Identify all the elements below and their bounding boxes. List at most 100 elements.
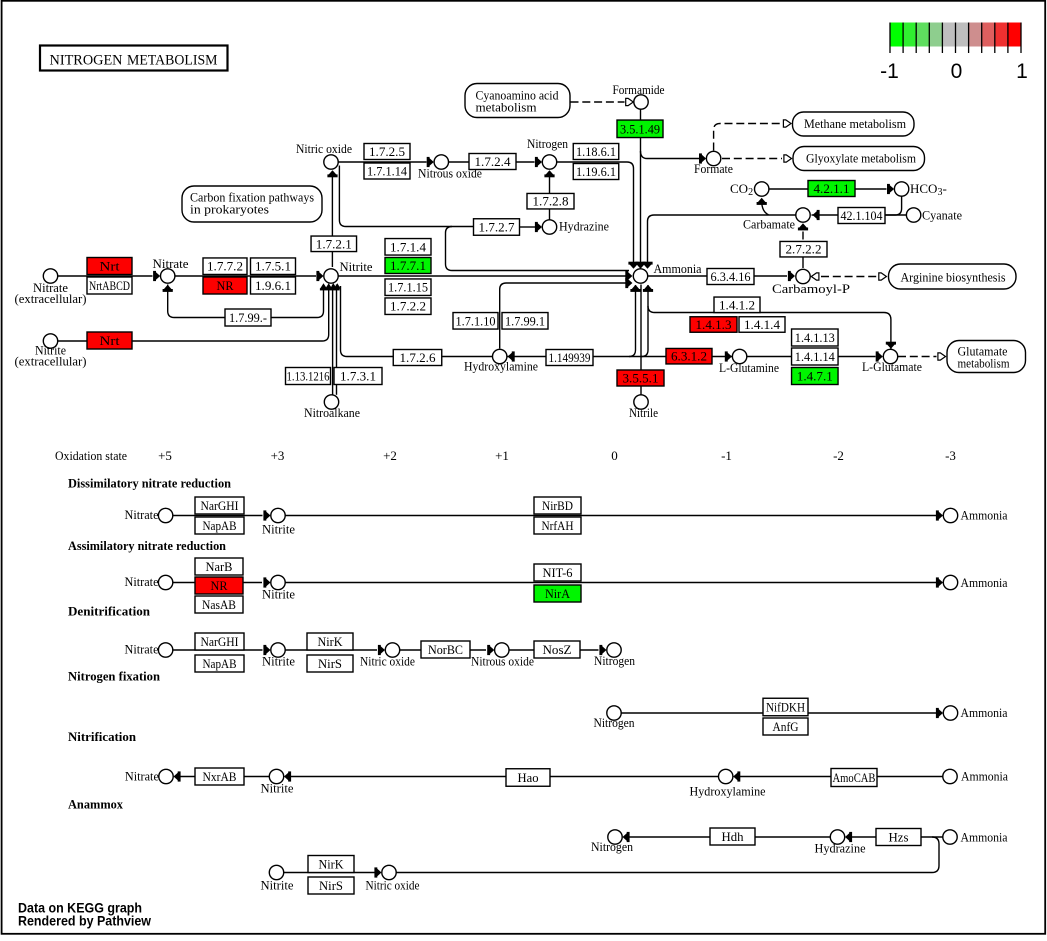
svg-text:Nitroalkane: Nitroalkane bbox=[304, 405, 360, 420]
svg-text:Nitric oxide: Nitric oxide bbox=[360, 654, 415, 669]
svg-text:NirBD: NirBD bbox=[542, 498, 573, 513]
svg-text:1.7.1.10: 1.7.1.10 bbox=[456, 313, 496, 328]
svg-text:Ammonia: Ammonia bbox=[961, 575, 1008, 590]
svg-text:NosZ: NosZ bbox=[543, 642, 572, 657]
svg-text:NapAB: NapAB bbox=[203, 518, 237, 533]
svg-text:1.4.1.2: 1.4.1.2 bbox=[719, 297, 755, 312]
svg-text:Nitrate: Nitrate bbox=[125, 769, 159, 784]
svg-text:NirS: NirS bbox=[318, 656, 342, 671]
svg-text:Methane metabolism: Methane metabolism bbox=[804, 116, 906, 131]
svg-text:6.3.1.2: 6.3.1.2 bbox=[671, 349, 707, 364]
svg-text:1.7.1.15: 1.7.1.15 bbox=[388, 280, 428, 295]
svg-text:0: 0 bbox=[611, 448, 618, 463]
svg-text:-1: -1 bbox=[721, 448, 732, 463]
svg-text:NR: NR bbox=[217, 278, 234, 293]
svg-text:-2: -2 bbox=[833, 448, 844, 463]
svg-text:NarGHI: NarGHI bbox=[201, 498, 239, 513]
svg-text:1.7.2.1: 1.7.2.1 bbox=[316, 236, 352, 251]
svg-text:1.7.2.4: 1.7.2.4 bbox=[475, 154, 512, 169]
svg-text:Hydroxylamine: Hydroxylamine bbox=[690, 784, 766, 799]
svg-text:1.4.1.3: 1.4.1.3 bbox=[696, 317, 732, 332]
svg-text:Ammonia: Ammonia bbox=[961, 705, 1008, 720]
svg-text:Nitrous oxide: Nitrous oxide bbox=[418, 166, 482, 181]
svg-text:1.4.1.13: 1.4.1.13 bbox=[795, 330, 835, 345]
svg-text:1.19.6.1: 1.19.6.1 bbox=[576, 164, 616, 179]
svg-text:1.4.7.1: 1.4.7.1 bbox=[797, 369, 833, 384]
svg-text:Hao: Hao bbox=[518, 770, 539, 785]
svg-text:1.7.2.8: 1.7.2.8 bbox=[533, 194, 569, 209]
svg-text:NxrAB: NxrAB bbox=[203, 769, 237, 784]
svg-text:Hzs: Hzs bbox=[889, 830, 909, 845]
svg-text:Formate: Formate bbox=[694, 161, 733, 176]
svg-text:1.4.1.14: 1.4.1.14 bbox=[795, 349, 835, 364]
svg-text:1.7.99.-: 1.7.99.- bbox=[229, 310, 267, 325]
svg-text:1.18.6.1: 1.18.6.1 bbox=[576, 144, 616, 159]
svg-text:Nitric oxide: Nitric oxide bbox=[296, 141, 352, 156]
svg-text:Nitrite: Nitrite bbox=[261, 781, 294, 796]
svg-text:3.5.5.1: 3.5.5.1 bbox=[623, 371, 659, 386]
svg-text:METABOLISM: METABOLISM bbox=[127, 53, 218, 69]
svg-text:Assimilatory nitrate reduction: Assimilatory nitrate reduction bbox=[68, 538, 227, 553]
svg-text:Nitrate: Nitrate bbox=[125, 507, 159, 522]
svg-text:Nitrogen: Nitrogen bbox=[594, 653, 635, 668]
svg-text:(extracellular): (extracellular) bbox=[15, 354, 87, 369]
svg-text:Nitrous oxide: Nitrous oxide bbox=[471, 654, 534, 669]
svg-text:Ammonia: Ammonia bbox=[961, 830, 1008, 845]
svg-text:CO2: CO2 bbox=[730, 181, 753, 198]
svg-text:Cyanoamino acid: Cyanoamino acid bbox=[476, 88, 559, 103]
svg-text:1.7.2.5: 1.7.2.5 bbox=[369, 144, 405, 159]
svg-text:1.7.1.14: 1.7.1.14 bbox=[367, 164, 407, 179]
svg-text:Nitric oxide: Nitric oxide bbox=[366, 878, 420, 893]
svg-text:Nitrite: Nitrite bbox=[340, 259, 373, 274]
svg-text:6.3.4.16: 6.3.4.16 bbox=[711, 269, 751, 284]
svg-text:AmoCAB: AmoCAB bbox=[833, 770, 876, 785]
svg-text:Nrt: Nrt bbox=[100, 259, 120, 274]
svg-text:Glyoxylate metabolism: Glyoxylate metabolism bbox=[806, 151, 916, 166]
svg-text:Anammox: Anammox bbox=[68, 797, 123, 812]
svg-text:NarB: NarB bbox=[206, 559, 233, 574]
svg-text:Carbamoyl-P: Carbamoyl-P bbox=[772, 281, 850, 296]
svg-text:Ammonia: Ammonia bbox=[961, 769, 1008, 784]
svg-text:NrtABCD: NrtABCD bbox=[89, 278, 130, 293]
svg-text:Nitrate: Nitrate bbox=[153, 256, 189, 271]
svg-text:(extracellular): (extracellular) bbox=[15, 291, 87, 306]
svg-text:Dissimilatory nitrate reductio: Dissimilatory nitrate reduction bbox=[68, 476, 232, 491]
svg-text:Hdh: Hdh bbox=[722, 829, 744, 844]
svg-text:Nitrite: Nitrite bbox=[262, 522, 295, 537]
svg-text:Hydrazine: Hydrazine bbox=[559, 219, 609, 234]
svg-text:1.7.7.2: 1.7.7.2 bbox=[207, 259, 243, 274]
svg-text:+5: +5 bbox=[158, 448, 172, 463]
svg-text:AnfG: AnfG bbox=[773, 719, 799, 734]
svg-text:1.7.1.4: 1.7.1.4 bbox=[390, 239, 427, 254]
svg-text:NirK: NirK bbox=[319, 857, 345, 872]
svg-text:NirA: NirA bbox=[545, 586, 571, 601]
svg-text:Nitrogen: Nitrogen bbox=[591, 839, 633, 854]
svg-text:Nitrate: Nitrate bbox=[33, 280, 68, 295]
svg-text:in prokaryotes: in prokaryotes bbox=[190, 202, 269, 217]
svg-text:Nitrite: Nitrite bbox=[261, 878, 294, 893]
svg-text:Formamide: Formamide bbox=[613, 82, 665, 97]
svg-text:-1: -1 bbox=[880, 60, 899, 83]
svg-text:1.7.2.7: 1.7.2.7 bbox=[479, 220, 516, 235]
svg-text:metabolism: metabolism bbox=[958, 356, 1010, 371]
svg-text:1.7.2.2: 1.7.2.2 bbox=[390, 299, 426, 314]
svg-text:+2: +2 bbox=[383, 448, 397, 463]
svg-text:Cyanate: Cyanate bbox=[922, 208, 962, 223]
svg-text:-3: -3 bbox=[945, 448, 956, 463]
svg-text:+3: +3 bbox=[271, 448, 285, 463]
svg-text:1.4.1.4: 1.4.1.4 bbox=[744, 317, 781, 332]
svg-text:Nitrogen: Nitrogen bbox=[594, 715, 635, 730]
svg-text:NITROGEN: NITROGEN bbox=[50, 53, 124, 69]
svg-text:Nitrite: Nitrite bbox=[262, 587, 295, 602]
svg-text:1.149939: 1.149939 bbox=[549, 350, 591, 365]
svg-text:Oxidation state: Oxidation state bbox=[55, 448, 127, 463]
svg-text:NapAB: NapAB bbox=[203, 656, 237, 671]
svg-text:Rendered by Pathview: Rendered by Pathview bbox=[18, 913, 151, 929]
svg-text:3.5.1.49: 3.5.1.49 bbox=[620, 121, 660, 136]
svg-text:Hydroxylamine: Hydroxylamine bbox=[464, 359, 538, 374]
svg-text:Arginine biosynthesis: Arginine biosynthesis bbox=[901, 270, 1006, 285]
svg-text:Nitrite: Nitrite bbox=[35, 343, 66, 358]
svg-text:1.7.7.1: 1.7.7.1 bbox=[390, 258, 426, 273]
svg-text:Data on KEGG graph: Data on KEGG graph bbox=[18, 900, 142, 916]
svg-text:L-Glutamate: L-Glutamate bbox=[862, 359, 922, 374]
